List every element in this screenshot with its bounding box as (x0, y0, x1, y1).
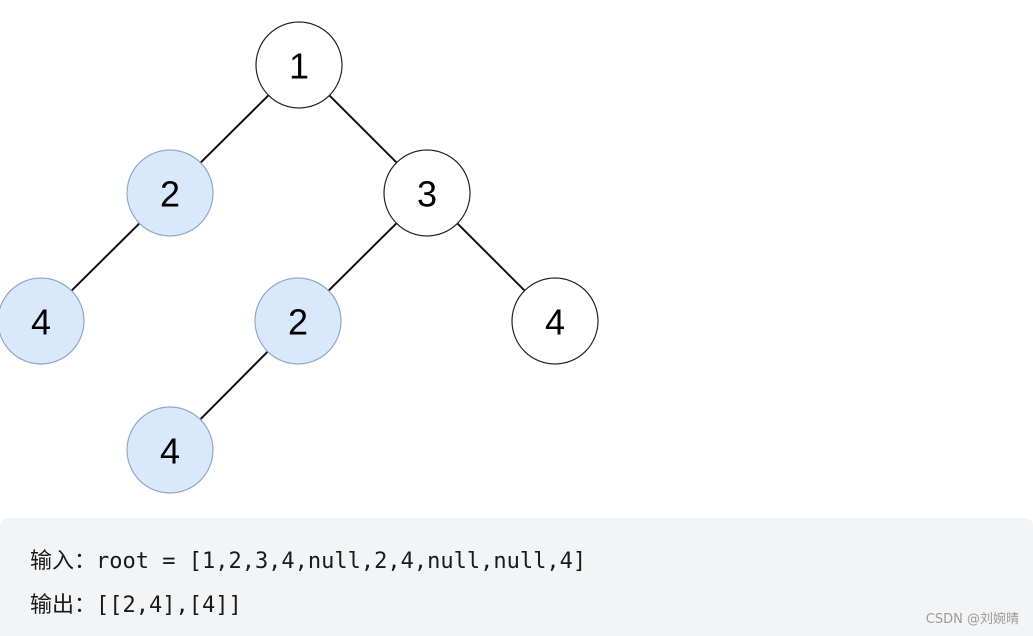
tree-edge-n1-n2 (199, 94, 270, 164)
watermark: CSDN @刘婉晴 (925, 612, 1019, 627)
tree-node-value: 4 (545, 302, 565, 343)
tree-node-n2: 2 (126, 149, 214, 237)
tree-edge-n5-n7 (199, 350, 269, 421)
tree-edge-n1-n3 (328, 94, 398, 164)
tree-node-n5: 2 (254, 277, 342, 365)
example-output-line: 输出：[[2,4],[4]] (30, 593, 242, 618)
tree-node-n6: 4 (511, 277, 599, 365)
tree-node-circle (126, 406, 214, 494)
tree-node-value: 4 (31, 302, 51, 343)
tree-edge-n2-n4 (70, 222, 141, 292)
tree-node-n7: 4 (126, 406, 214, 494)
example-code-block: 输入：root = [1,2,3,4,null,2,4,null,null,4]… (0, 518, 1033, 636)
tree-node-value: 2 (288, 302, 308, 343)
tree-node-n4: 4 (0, 277, 85, 365)
tree-edge-n3-n5 (327, 222, 398, 292)
tree-node-value: 3 (417, 174, 437, 215)
tree-node-value: 2 (160, 174, 180, 215)
tree-node-circle (383, 149, 471, 237)
tree-node-circle (0, 277, 85, 365)
tree-node-circle (511, 277, 599, 365)
tree-node-value: 1 (289, 46, 309, 87)
tree-edges (70, 94, 526, 421)
tree-node-circle (126, 149, 214, 237)
tree-nodes: 1 2 3 4 2 4 4 (0, 21, 599, 494)
tree-node-n1: 1 (255, 21, 343, 109)
tree-node-circle (254, 277, 342, 365)
example-input-line: 输入：root = [1,2,3,4,null,2,4,null,null,4] (30, 549, 587, 574)
tree-node-n3: 3 (383, 149, 471, 237)
binary-tree-diagram: 1 2 3 4 2 4 4 (0, 21, 599, 494)
tree-edge-n3-n6 (456, 222, 526, 292)
tree-node-circle (255, 21, 343, 109)
tree-node-value: 4 (160, 431, 180, 472)
